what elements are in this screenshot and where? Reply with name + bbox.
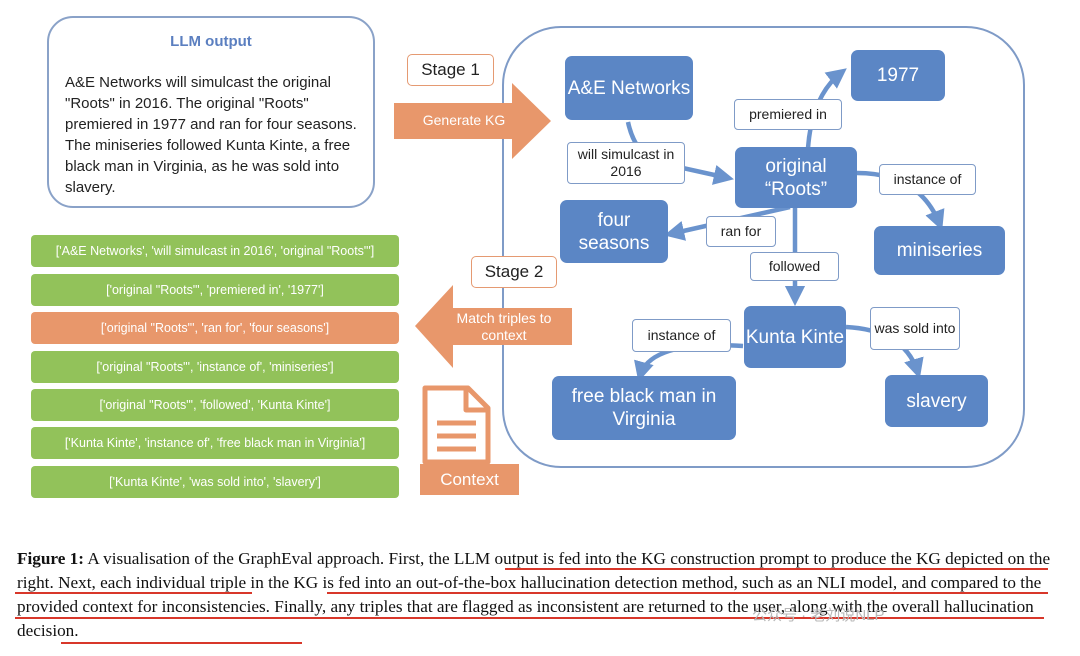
kg-node-1977: 1977 — [851, 50, 945, 101]
kg-node-four-seasons: four seasons — [560, 200, 668, 263]
context-label: Context — [420, 464, 519, 495]
stage1-label: Stage 1 — [407, 54, 494, 86]
triple-item: ['Kunta Kinte', 'instance of', 'free bla… — [31, 427, 399, 459]
document-icon — [422, 385, 491, 465]
llm-output-box: LLM output A&E Networks will simulcast t… — [47, 16, 375, 208]
stage1-arrow — [394, 83, 551, 159]
kg-node-ae-networks: A&E Networks — [565, 56, 693, 120]
caption-highlight: each individual triple in the KG is fed … — [17, 573, 1042, 616]
kg-node-kunta-kinte: Kunta Kinte — [744, 306, 846, 368]
caption-text: user, along with the overall hallucinati… — [17, 597, 1034, 640]
caption-text: Next, — [53, 573, 101, 592]
kg-edge-label-instance-of: instance of — [879, 164, 976, 195]
triple-item: ['original "Roots"', 'premiered in', '19… — [31, 274, 399, 306]
stage2-arrow-text: Match triples to context — [456, 310, 552, 343]
caption-text: A visualisation of the GraphEval approac… — [84, 549, 429, 568]
figure-caption: Figure 1: A visualisation of the GraphEv… — [17, 547, 1057, 643]
stage2-label: Stage 2 — [471, 256, 557, 288]
watermark: 公众号 · 老刘说NLP — [752, 607, 885, 624]
kg-node-miniseries: miniseries — [874, 226, 1005, 275]
caption-highlight: inconsistent are returned to the — [536, 597, 749, 616]
triple-item-flagged: ['original "Roots"', 'ran for', 'four se… — [31, 312, 399, 344]
kg-edge-label-followed: followed — [750, 252, 839, 281]
llm-output-title: LLM output — [170, 33, 252, 50]
caption-label: Figure 1: — [17, 549, 84, 568]
triple-item: ['Kunta Kinte', 'was sold into', 'slaver… — [31, 466, 399, 498]
kg-edge-label-ran-for: ran for — [706, 216, 776, 247]
kg-edge-label-will-simulcast: will simulcast in 2016 — [567, 142, 685, 184]
kg-edge-label-premiered-in: premiered in — [734, 99, 842, 130]
caption-underlines — [15, 568, 1048, 644]
kg-edge-label-instance-of: instance of — [632, 319, 731, 352]
llm-output-text: A&E Networks will simulcast the original… — [65, 74, 357, 196]
kg-node-original-roots: original “Roots” — [735, 147, 857, 208]
triple-item: ['original "Roots"', 'followed', 'Kunta … — [31, 389, 399, 421]
stage2-arrow — [415, 285, 572, 368]
kg-edge-label-was-sold-into: was sold into — [870, 307, 960, 350]
kg-node-free-black-man: free black man in Virginia — [552, 376, 736, 440]
triple-item: ['original "Roots"', 'instance of', 'min… — [31, 351, 399, 383]
caption-highlight: the LLM output is fed into the KG constr… — [17, 549, 1051, 592]
triple-item: ['A&E Networks', 'will simulcast in 2016… — [31, 235, 399, 267]
caption-text: Finally, any triples that are flagged as — [269, 597, 537, 616]
stage1-arrow-text: Generate KG — [422, 112, 506, 128]
kg-node-slavery: slavery — [885, 375, 988, 427]
